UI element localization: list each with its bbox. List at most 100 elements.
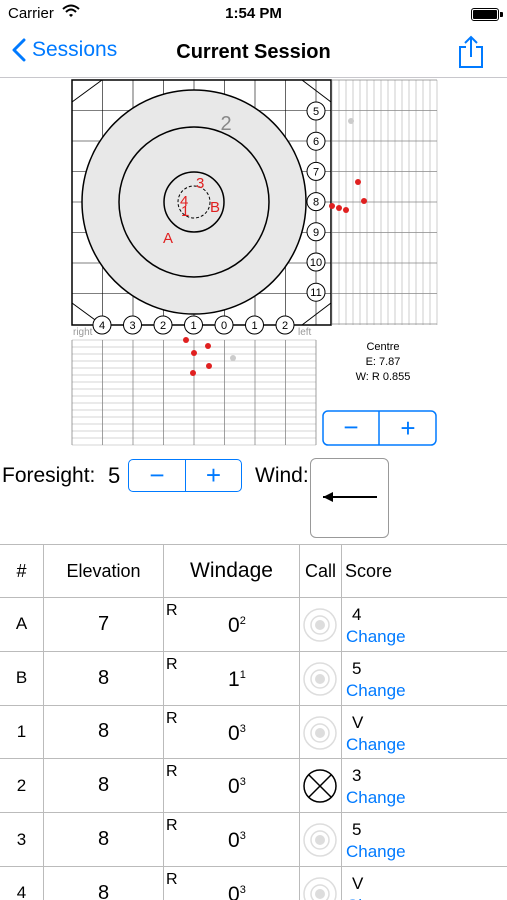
call-empty-icon[interactable] (302, 876, 338, 900)
zoom-stepper[interactable]: − + (322, 410, 437, 446)
row-call[interactable] (300, 813, 342, 866)
foresight-minus-button[interactable]: − (149, 460, 165, 490)
row-windage-main: 0 (228, 775, 240, 799)
windage-mark-5: 1 (245, 315, 264, 335)
header-elevation: Elevation (44, 545, 164, 597)
row-windage-sup: 1 (239, 668, 246, 681)
row-windage-value: 11 (228, 668, 246, 692)
row-elevation: 8 (44, 759, 164, 813)
shot-label-3: 3 (196, 175, 204, 192)
row-change-link[interactable]: Change (346, 680, 406, 700)
row-windage-main: 0 (228, 721, 240, 745)
windage-mark-2: 2 (153, 315, 173, 335)
svg-text:8: 8 (313, 197, 319, 209)
zoom-minus-button[interactable]: − (343, 412, 358, 442)
row-call[interactable] (300, 598, 342, 651)
call-empty-icon[interactable] (302, 822, 338, 858)
wind-direction-button[interactable] (310, 458, 389, 538)
elevation-mark-11: 11 (306, 282, 326, 302)
row-change-link[interactable]: Change (346, 842, 406, 862)
row-number: 1 (0, 705, 44, 759)
foresight-plus-button[interactable]: + (185, 460, 241, 491)
table-header: # Elevation Windage Call Score (0, 545, 507, 598)
foresight-label: Foresight: (2, 464, 96, 487)
row-windage-value: 03 (228, 829, 246, 853)
row-score-value: 5 (352, 658, 362, 678)
svg-text:1: 1 (190, 320, 196, 332)
row-change-link[interactable]: Change (346, 896, 406, 900)
elevation-mark-10: 10 (306, 252, 326, 272)
side-label-left: left (298, 327, 312, 338)
svg-text:1: 1 (251, 320, 257, 332)
elevation-mark-9: 9 (306, 222, 326, 242)
call-crossed-icon[interactable] (302, 768, 338, 804)
row-windage-sup: 2 (239, 615, 246, 627)
row-elevation: 8 (44, 867, 164, 900)
row-call[interactable] (300, 759, 342, 813)
svg-text:2: 2 (160, 320, 166, 332)
ring-label: 2 (220, 113, 231, 135)
status-time: 1:54 PM (225, 5, 282, 22)
row-windage: R 03 (164, 813, 300, 866)
header-number: # (0, 545, 44, 597)
battery-icon (471, 8, 503, 21)
row-change-link[interactable]: Change (346, 734, 406, 754)
arrow-left-icon (323, 492, 377, 502)
share-icon[interactable] (457, 35, 485, 69)
svg-text:7: 7 (313, 166, 319, 178)
back-button[interactable]: Sessions (12, 38, 117, 62)
side-label-right: right (73, 327, 93, 338)
row-windage-direction: R (166, 817, 178, 835)
row-windage-value: 03 (228, 883, 246, 900)
shot-label-a: A (163, 230, 173, 247)
row-call[interactable] (300, 867, 342, 900)
row-elevation: 8 (44, 651, 164, 705)
table-row[interactable]: 48R03VChange (0, 867, 507, 900)
row-windage-main: 0 (228, 614, 240, 637)
call-empty-icon[interactable] (302, 715, 338, 751)
row-score-value: 4 (352, 605, 362, 624)
wifi-icon (62, 4, 80, 17)
navigation-bar: Sessions Current Session (0, 28, 507, 78)
row-windage-sup: 3 (239, 830, 246, 843)
windage-mark-4: 0 (214, 315, 234, 335)
elevation-grid (331, 79, 438, 325)
row-number: 2 (0, 759, 44, 813)
row-change-link[interactable]: Change (346, 788, 406, 808)
foresight-value: 5 (108, 463, 121, 488)
row-score-value: 5 (352, 820, 362, 840)
call-empty-icon[interactable] (302, 661, 338, 697)
row-windage-main: 0 (228, 883, 240, 900)
shot-labels: 3 4 1 B A (163, 175, 220, 247)
elevation-mark-8: 8 (306, 192, 326, 212)
row-call[interactable] (300, 705, 342, 759)
row-windage-sup: 3 (239, 884, 246, 896)
row-change-link[interactable]: Change (346, 627, 406, 646)
status-bar: Carrier 1:54 PM (0, 0, 507, 28)
wind-label: Wind: (255, 464, 309, 487)
row-score-value: V (352, 712, 364, 732)
row-number: B (0, 651, 44, 705)
foresight-stepper[interactable]: − + (128, 459, 242, 492)
call-empty-icon[interactable] (302, 607, 338, 643)
zoom-plus-button[interactable]: + (400, 413, 415, 443)
row-windage-main: 0 (228, 829, 240, 853)
row-windage-main: 1 (228, 667, 240, 691)
row-call[interactable] (300, 651, 342, 705)
row-score-value: 3 (352, 766, 362, 786)
